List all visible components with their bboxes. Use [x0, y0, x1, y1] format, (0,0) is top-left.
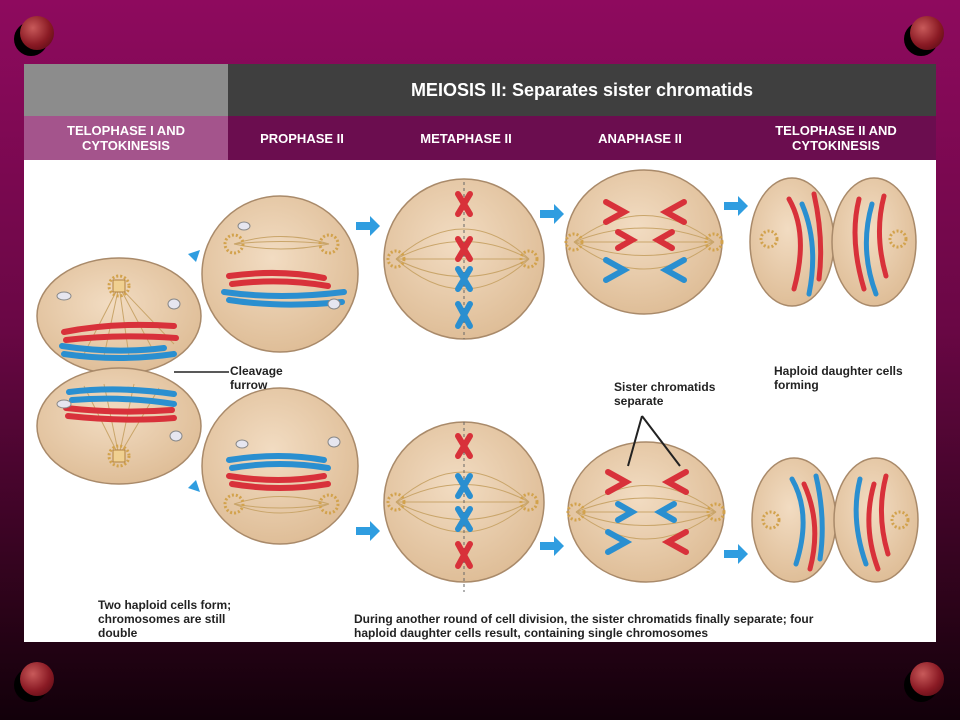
- phase-anaphase-ii: ANAPHASE II: [598, 130, 682, 146]
- anaphase-ii-cell-bottom: [566, 441, 726, 583]
- telophase-ii-cells-bottom: [751, 457, 919, 583]
- arrow-right-4: [540, 536, 564, 556]
- sister-chromatids-pointer: [627, 415, 681, 467]
- phase-band-first: [24, 116, 228, 160]
- arrow-down-right: [174, 468, 200, 492]
- corner-bead-bottom-right: [904, 662, 946, 702]
- phase-telophase-ii: TELOPHASE II AND CYTOKINESIS: [775, 123, 897, 153]
- header-bar: [228, 64, 936, 116]
- prophase-ii-cell-top: [201, 195, 359, 353]
- metaphase-ii-cell-bottom: [383, 421, 545, 592]
- prophase-ii-cell-bottom: [201, 387, 359, 545]
- corner-bead-top-left: [14, 16, 56, 56]
- corner-bead-top-right: [904, 16, 946, 56]
- arrow-right-3: [540, 204, 564, 224]
- header-title: MEIOSIS II: Separates sister chromatids: [410, 79, 754, 100]
- phase-telophase-i: TELOPHASE I AND CYTOKINESIS: [67, 123, 185, 153]
- header-blank-cell: [24, 64, 228, 116]
- caption-left: Two haploid cells form; chromosomes are …: [98, 598, 232, 640]
- meiosis-illustration: [36, 169, 919, 592]
- arrow-right-5: [724, 196, 748, 216]
- corner-bead-bottom-left: [14, 662, 56, 702]
- anaphase-ii-cell-top: [564, 169, 724, 315]
- phase-metaphase-ii: METAPHASE II: [420, 130, 512, 146]
- arrow-right-6: [724, 544, 748, 564]
- label-sister-chromatids: Sister chromatids separate: [614, 380, 716, 408]
- label-haploid-forming: Haploid daughter cells forming: [774, 364, 903, 392]
- phase-prophase-ii: PROPHASE II: [260, 130, 344, 146]
- arrow-up-right: [174, 250, 200, 274]
- metaphase-ii-cell-top: [383, 178, 545, 340]
- telophase-i-cell-top: [36, 257, 202, 375]
- arrow-right-2: [356, 521, 380, 541]
- label-cleavage-furrow: Cleavage furrow: [230, 364, 283, 392]
- caption-bottom: During another round of cell division, t…: [354, 612, 814, 640]
- telophase-ii-cells-top: [749, 177, 917, 307]
- telophase-i-cell-bottom: [36, 367, 202, 485]
- diagram-panel: MEIOSIS II: Separates sister chromatids …: [24, 64, 936, 642]
- arrow-right-1: [356, 216, 380, 236]
